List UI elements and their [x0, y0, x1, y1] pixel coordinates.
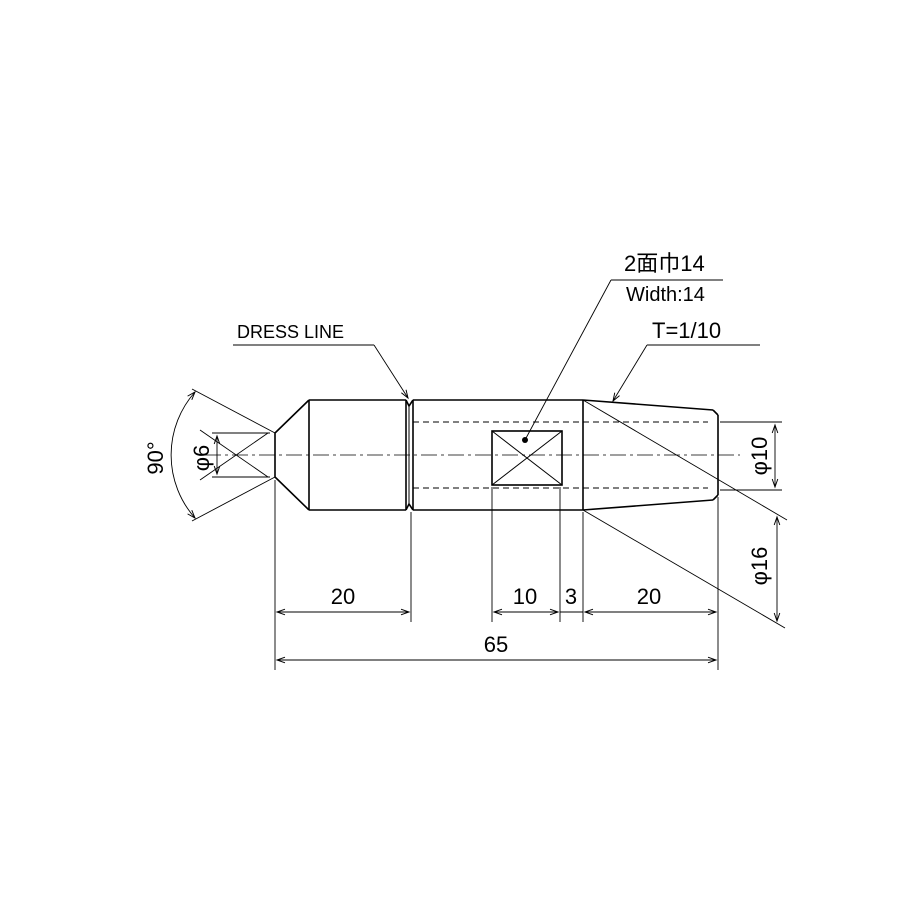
- taper-note: T=1/10: [652, 318, 721, 343]
- dia-body-label: φ16: [747, 547, 772, 586]
- dia-body-dimension: [582, 399, 788, 629]
- part-outline: [274, 399, 719, 511]
- dress-line-leader: [233, 344, 409, 400]
- len-gap-label: 3: [565, 584, 577, 609]
- len-total-label: 65: [484, 632, 508, 657]
- width-leader: [524, 279, 723, 441]
- angle-dimension: [170, 388, 276, 522]
- dress-line-note: DRESS LINE: [237, 322, 344, 342]
- dia-end-dimension: [720, 421, 782, 491]
- width-note-jp: 2面巾14: [624, 251, 705, 276]
- len-tip-label: 20: [331, 584, 355, 609]
- wrench-flat: [491, 430, 563, 486]
- width-note-en: Width:14: [626, 284, 705, 306]
- taper-leader: [612, 344, 760, 403]
- dia-tip-label: φ6: [189, 445, 214, 472]
- dia-end-label: φ10: [747, 437, 772, 476]
- dia-tip-dimension: [212, 432, 270, 478]
- len-flat-label: 10: [513, 584, 537, 609]
- hidden-lines: [413, 421, 708, 489]
- len-taper-label: 20: [637, 584, 661, 609]
- extension-lines: [274, 480, 719, 670]
- angle-label: 90°: [143, 441, 168, 474]
